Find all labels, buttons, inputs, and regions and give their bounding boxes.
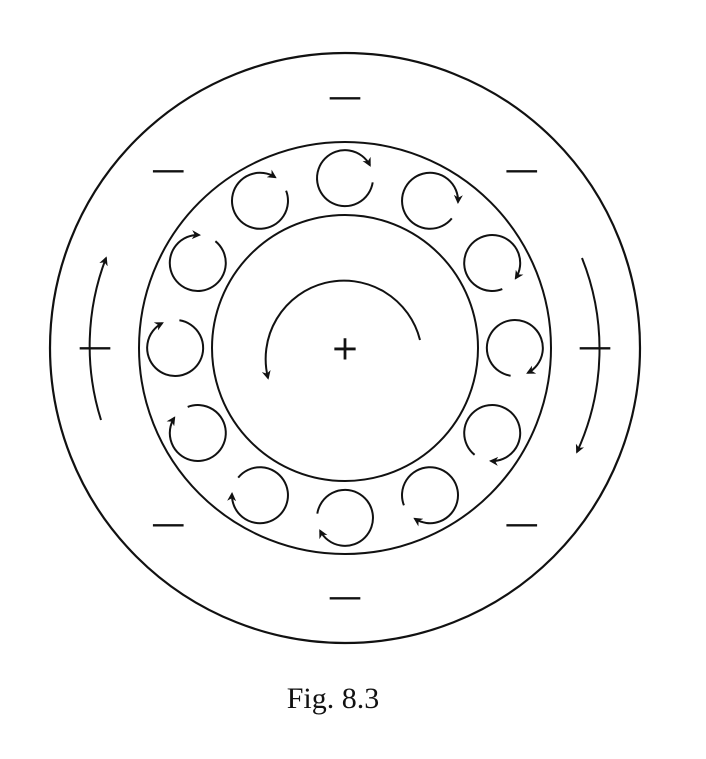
minus-sign: — <box>151 150 185 190</box>
figure-caption: Fig. 8.3 <box>287 682 380 715</box>
vortex-arrow <box>485 319 544 377</box>
minus-sign-group: — — — — — — — — <box>78 77 612 617</box>
minus-sign: — <box>78 327 112 367</box>
vortex-arrow <box>168 230 227 292</box>
minus-sign: — <box>505 150 539 190</box>
vortex-arrow <box>401 171 463 230</box>
inner-core-circle <box>211 214 479 482</box>
outer-flow-arrow-left <box>88 256 108 421</box>
vortex-arrow <box>227 466 289 525</box>
center-plus-sign: + <box>331 329 360 369</box>
outer-boundary-circle <box>48 51 642 645</box>
vortex-arrow <box>463 404 522 466</box>
vortex-arrow <box>401 466 459 527</box>
vortex-arrow <box>231 169 289 230</box>
core-rotation-arrow <box>261 279 421 380</box>
vortex-arrow <box>463 234 524 292</box>
vortex-group <box>146 149 544 547</box>
vortex-arrow <box>146 319 205 377</box>
vortex-ring-outer-circle <box>138 141 552 555</box>
vortex-arrow <box>316 149 374 208</box>
minus-sign: — <box>505 503 539 543</box>
vortex-arrow <box>316 488 374 547</box>
minus-sign: — <box>151 503 185 543</box>
minus-sign: — <box>578 327 612 367</box>
minus-sign: — <box>328 577 362 617</box>
vortex-arrow <box>166 404 227 462</box>
minus-sign: — <box>328 77 362 117</box>
outer-flow-arrow-right <box>575 257 601 454</box>
